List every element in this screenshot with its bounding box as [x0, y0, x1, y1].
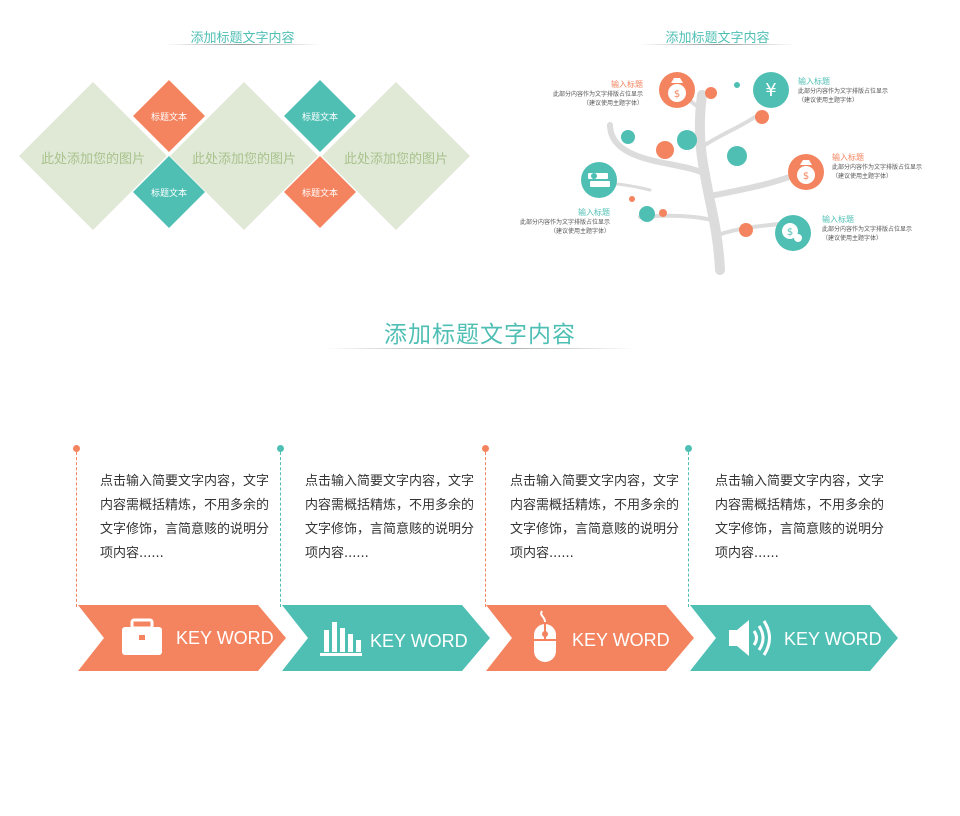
svg-text:¥: ¥	[765, 80, 776, 101]
yen-icon: ¥	[765, 80, 776, 101]
tree-label-desc: 此部分内容作为文字排版占位显示	[832, 164, 923, 171]
tree-ball	[677, 130, 697, 150]
step-3-text: 点击输入简要文字内容，文字内容需概括精炼，不用多余的文字修饰，言简意赅的说明分项…	[510, 474, 680, 561]
tree-label-3: 输入标题 此部分内容作为文字排版占位显示 （建议使用主题字体）	[832, 152, 942, 181]
big-diamond-3	[322, 82, 470, 230]
step-4-keyword: KEY WORD	[784, 629, 882, 649]
step-1-guide	[76, 452, 77, 607]
svg-text:$: $	[674, 89, 680, 100]
small-diamond-2	[133, 156, 205, 228]
tree-ball	[659, 209, 667, 217]
mouse-icon	[534, 610, 556, 662]
big-diamond-1	[19, 82, 167, 230]
tree-label-desc: （建议使用主题字体）	[582, 100, 643, 107]
briefcase-icon	[122, 618, 162, 655]
tree-label-desc: （建议使用主题字体）	[832, 173, 893, 180]
tree-ball	[639, 206, 655, 222]
svg-text:$: $	[803, 171, 809, 182]
main-title: 添加标题文字内容	[384, 322, 576, 348]
top-right-title: 添加标题文字内容	[665, 31, 770, 46]
tree-label-title: 输入标题	[798, 77, 830, 86]
tree-label-desc: 此部分内容作为文字排版占位显示	[552, 91, 643, 98]
small-diamond-label-1: 标题文本	[150, 113, 187, 123]
tree-label-4: 输入标题 此部分内容作为文字排版占位显示 （建议使用主题字体）	[515, 207, 610, 236]
small-diamond-label-4: 标题文本	[301, 189, 338, 199]
tree-ball	[734, 82, 740, 88]
money-tree-graphic: $ ¥ $ $	[581, 72, 824, 275]
step-3-dot	[482, 445, 489, 452]
step-2-dot	[277, 445, 284, 452]
tree-label-desc: 此部分内容作为文字排版占位显示	[519, 219, 610, 226]
top-left-title-underline	[165, 44, 320, 45]
step-4-dot	[685, 445, 692, 452]
coins-icon: $	[782, 223, 802, 242]
tree-label-title: 输入标题	[578, 208, 610, 217]
small-diamond-3	[284, 80, 356, 152]
big-diamond-label-3: 此处添加您的图片	[343, 152, 448, 167]
tree-ball	[755, 110, 769, 124]
small-diamond-1	[133, 80, 205, 152]
speaker-icon	[729, 620, 771, 656]
step-3-keyword: KEY WORD	[572, 630, 670, 650]
small-diamond-label-3: 标题文本	[301, 113, 338, 123]
tree-ball	[629, 196, 635, 202]
tree-label-desc: （建议使用主题字体）	[822, 235, 883, 242]
tree-ball	[656, 141, 674, 159]
tree-ball	[727, 146, 747, 166]
step-2-guide	[280, 452, 281, 607]
tree-ball	[705, 87, 717, 99]
money-bag-icon: $	[797, 160, 815, 184]
big-diamond-2	[170, 82, 318, 230]
tree-label-desc: （建议使用主题字体）	[549, 228, 610, 235]
tree-label-desc: 此部分内容作为文字排版占位显示	[798, 88, 889, 95]
tree-ball	[739, 223, 753, 237]
small-diamond-label-2: 标题文本	[150, 189, 187, 199]
bar-chart-icon	[320, 622, 362, 656]
step-4-guide	[688, 452, 689, 607]
big-diamond-label-1: 此处添加您的图片	[40, 152, 145, 167]
big-diamond-label-2: 此处添加您的图片	[191, 152, 296, 167]
tree-label-desc: （建议使用主题字体）	[798, 97, 859, 104]
main-title-underline	[325, 348, 635, 349]
top-left-title: 添加标题文字内容	[190, 31, 295, 46]
diamond-graphic	[19, 80, 470, 230]
small-diamond-4	[284, 156, 356, 228]
cash-stack-icon	[588, 173, 610, 187]
step-1-keyword: KEY WORD	[176, 628, 274, 648]
step-1-dot	[73, 445, 80, 452]
arrow-4	[690, 605, 898, 671]
top-right-title-underline	[640, 44, 795, 45]
step-2-text: 点击输入简要文字内容，文字内容需概括精炼，不用多余的文字修饰，言简意赅的说明分项…	[305, 474, 475, 561]
tree-label-title: 输入标题	[822, 215, 854, 224]
tree-label-1: 输入标题 此部分内容作为文字排版占位显示 （建议使用主题字体）	[548, 79, 643, 108]
tree-label-2: 输入标题 此部分内容作为文字排版占位显示 （建议使用主题字体）	[798, 76, 908, 105]
money-bag-icon: $	[668, 78, 686, 102]
step-4-text: 点击输入简要文字内容，文字内容需概括精炼，不用多余的文字修饰，言简意赅的说明分项…	[715, 474, 885, 561]
tree-label-desc: 此部分内容作为文字排版占位显示	[822, 226, 913, 233]
tree-label-title: 输入标题	[832, 153, 864, 162]
step-3-guide	[485, 452, 486, 607]
svg-text:$: $	[787, 227, 793, 238]
step-2-keyword: KEY WORD	[370, 631, 468, 651]
tree-label-title: 输入标题	[611, 80, 643, 89]
tree-ball	[621, 130, 635, 144]
tree-label-5: 输入标题 此部分内容作为文字排版占位显示 （建议使用主题字体）	[822, 214, 932, 243]
step-1-text: 点击输入简要文字内容，文字内容需概括精炼，不用多余的文字修饰，言简意赅的说明分项…	[100, 474, 270, 561]
